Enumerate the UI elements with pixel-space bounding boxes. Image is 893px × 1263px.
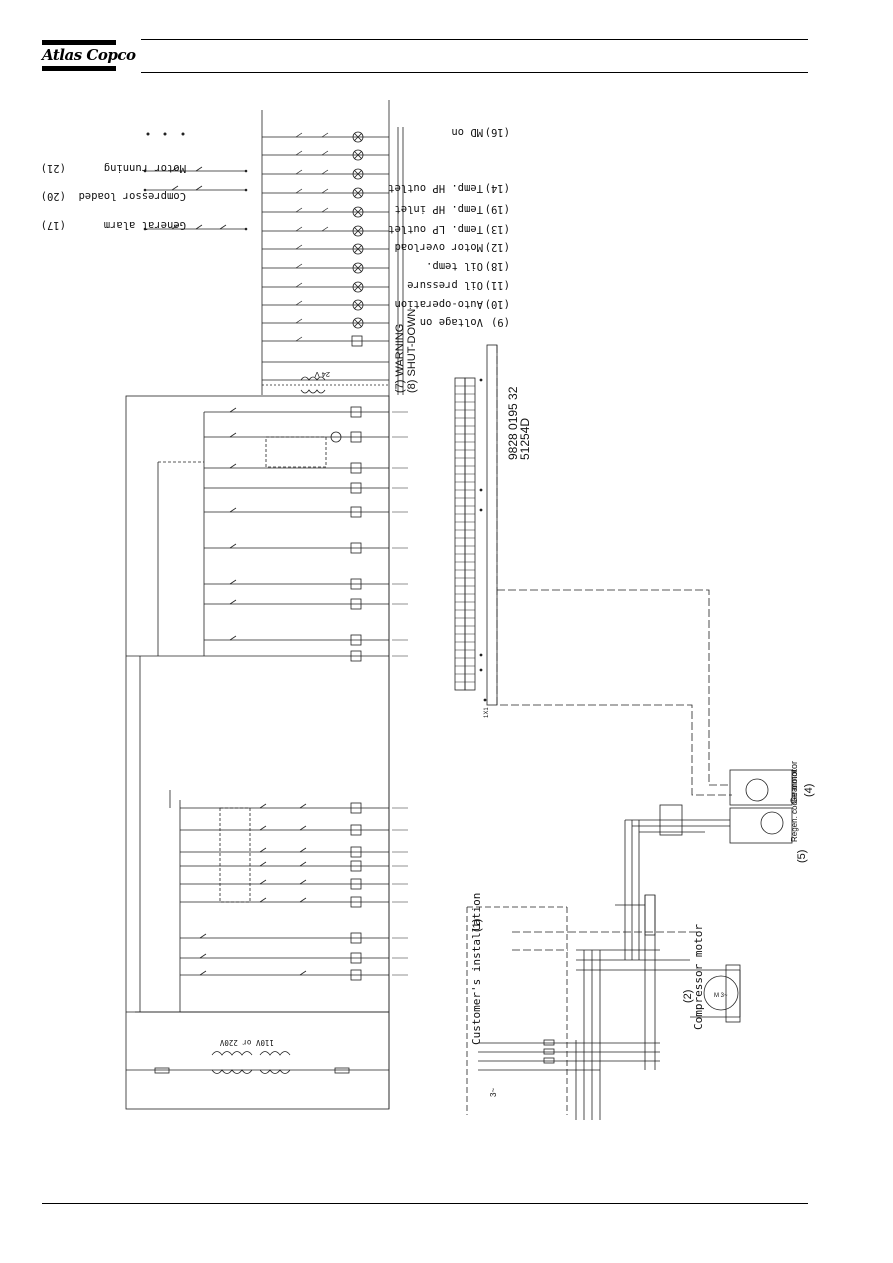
remote-contact-text: Compressor loaded [79, 190, 186, 202]
compressor-motor-symbol [703, 975, 739, 1011]
lamp-label-num: (12) [485, 241, 510, 253]
gearmotor-num: (4) [803, 784, 815, 797]
terminal-ref-label: 1X1 [484, 707, 490, 718]
lamp-label-num: (11) [485, 279, 510, 291]
regen-cooler-motor-num: (5) [796, 850, 808, 863]
phase-label: 3~ [489, 1088, 498, 1097]
lamp-label-num: (14) [485, 182, 510, 194]
remote-contact-text: General alarm [104, 219, 186, 231]
footer-rule [42, 1203, 808, 1204]
relay-coils-lower [350, 802, 362, 981]
drawing-number: 9828 0195 32 [506, 386, 520, 460]
supply-voltage-label: 110V or 220V [219, 1038, 274, 1047]
drawing-code: 51254D [518, 418, 532, 460]
brand-logo: Atlas Copco [42, 38, 136, 76]
control-circuit-frame [125, 395, 390, 1110]
warning-label: (7) WARNING [394, 324, 406, 393]
lamp-label-text: MD on [451, 126, 483, 138]
customer-installation-label: Customer's installation [470, 893, 483, 1045]
logo-bar-bottom [42, 66, 116, 71]
brand-name: Atlas Copco [42, 46, 136, 64]
regen-cooler-motor-label: Regen. cooler motor [790, 769, 799, 842]
lamp-label-num: (18) [485, 260, 510, 272]
lamp-label-num: (16) [485, 126, 510, 138]
lamp-label-text: Voltage on [420, 316, 483, 328]
compressor-motor-label: Compressor motor [692, 924, 705, 1030]
lamp-label-text: Auto-operation [394, 298, 483, 310]
lamp-label-num: (9) [491, 316, 510, 328]
relay-coils-upper [350, 406, 362, 662]
lamp-label-num: (13) [485, 223, 510, 235]
remote-contact-num: (17) [41, 219, 66, 231]
gearmotor-label: Gearmotor [789, 761, 799, 804]
remote-contact-text: Motor running [104, 162, 186, 174]
gearmotor-symbol [745, 778, 769, 802]
remote-contact-num: (20) [41, 190, 66, 202]
lamp-label-text: Temp. HP outlet [388, 182, 483, 194]
header-rule-bottom [141, 72, 808, 73]
header-rule-top [141, 39, 808, 40]
lamp-label-text: Temp. LP outlet [388, 223, 483, 235]
shutdown-label: (8) SHUT-DOWN [406, 309, 418, 393]
lamp-label-num: (10) [485, 298, 510, 310]
lamp-label-text: Oil temp. [426, 260, 483, 272]
lamp-label-text: Motor overload [394, 241, 483, 253]
compressor-motor-num: (2) [682, 990, 694, 1003]
indicator-lamps [351, 131, 364, 347]
lamp-label-num: (19) [485, 203, 510, 215]
remote-contact-num: (21) [41, 162, 66, 174]
lamp-label-text: Temp. HP inlet [394, 203, 483, 215]
terminal-strip [454, 377, 466, 691]
regen-cooler-motor-symbol [760, 811, 784, 835]
control-voltage-label: 24 V [315, 370, 330, 379]
lamp-label-text: Oil pressure [407, 279, 483, 291]
logo-bar-top [42, 40, 116, 45]
motor-symbol-label: M 3~ [714, 993, 728, 999]
customer-installation-num: (1) [471, 919, 483, 932]
